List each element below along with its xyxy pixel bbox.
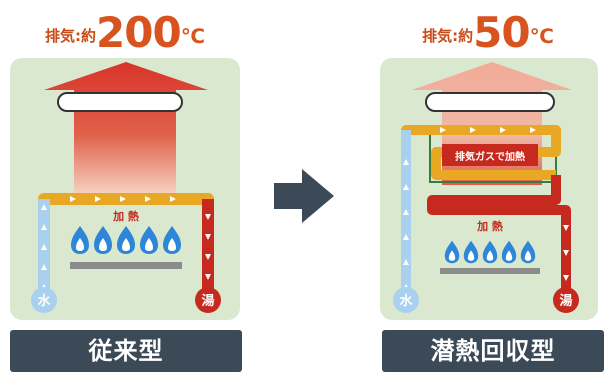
flame-icon [71,226,89,254]
latent-diagram: 排気ガスで加熱 加 熱 水 湯 [380,58,598,320]
flame-icon [482,240,498,264]
heating-label: 加 熱 [476,219,503,233]
unit-body [380,58,598,320]
hot-water-outlet-badge [195,287,221,313]
flame-icon [117,226,135,254]
exhaust-temp-unit: ℃ [529,24,554,48]
flame-icon [444,240,460,264]
exhaust-temp-value: 200 [96,8,182,57]
exhaust-label: 排気:約 [45,27,97,45]
burner-plate [70,262,182,269]
hot-water-label: 湯 [201,293,214,309]
burner-plate [440,268,540,274]
arrow-right-icon [274,169,334,223]
hot-water-label: 湯 [559,293,572,309]
conventional-caption: 従来型 [10,330,242,372]
conventional-exhaust-heading: 排気:約200℃ [0,8,250,57]
exhaust-pipe [425,92,555,112]
flame-icon [501,240,517,264]
water-label: 水 [399,293,413,309]
recovery-label-box [442,144,538,166]
hot-water-outlet-badge [553,287,579,313]
heating-label: 加 熱 [112,209,139,223]
conventional-diagram: 加 熱 水 湯 [10,58,240,320]
flow-markers [41,196,211,290]
latent-panel: 排気:約50℃ 排気ガスで加熱 加 熱 [370,0,606,372]
latent-caption: 潜熱回収型 [382,330,604,372]
water-inlet-badge [31,287,57,313]
recovery-label: 排気ガスで加熱 [455,150,525,163]
flame-icon [463,240,479,264]
flame-icon [140,226,158,254]
conventional-panel: 排気:約200℃ 加 熱 水 [0,0,250,372]
exhaust-pipe [57,92,183,112]
exhaust-temp-value: 50 [473,8,530,57]
exhaust-temp-unit: ℃ [180,24,205,48]
flame-icon [520,240,536,264]
flame-icon [94,226,112,254]
flame-icon [163,226,181,254]
latent-exhaust-heading: 排気:約50℃ [370,8,606,57]
flow-markers [403,127,569,290]
water-inlet-badge [393,287,419,313]
burner-flames [71,226,181,254]
burner-flames [444,240,536,264]
water-label: 水 [37,293,51,309]
exhaust-label: 排気:約 [422,27,474,45]
